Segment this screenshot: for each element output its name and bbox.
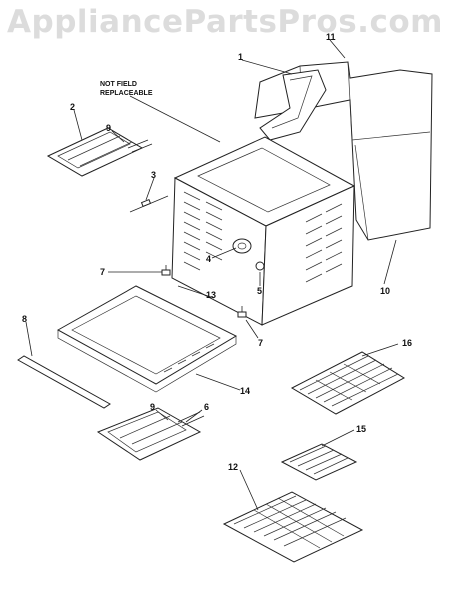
callout-10: 10 — [380, 286, 390, 296]
callout-12: 12 — [228, 462, 238, 472]
callout-4: 4 — [206, 254, 211, 264]
oven-cavity — [171, 136, 356, 326]
not-field-replaceable-note: NOT FIELD — [100, 81, 137, 88]
oven-rack-upper[interactable] — [290, 351, 406, 415]
hinge-receptacle-upper[interactable] — [161, 265, 171, 276]
callout-7-lower: 7 — [258, 338, 263, 348]
callout-15: 15 — [356, 424, 366, 434]
bottom-trim-strip[interactable] — [17, 355, 111, 409]
oven-light-bulb[interactable] — [255, 261, 265, 271]
watermark-text: AppliancePartsPros.com — [7, 4, 443, 40]
callout-2: 2 — [70, 102, 75, 112]
leader-lines — [25, 39, 399, 511]
callout-8: 8 — [22, 314, 27, 324]
vent-duct[interactable] — [259, 69, 327, 141]
callout-7-upper: 7 — [100, 267, 105, 277]
callout-9-lower: 9 — [150, 402, 155, 412]
oven-temperature-sensor[interactable] — [129, 195, 169, 213]
callout-16: 16 — [402, 338, 412, 348]
callout-9-upper: 9 — [106, 123, 111, 133]
bake-element[interactable] — [96, 407, 205, 461]
oven-rack-lower[interactable] — [222, 491, 364, 563]
not-field-replaceable-note-2: REPLACEABLE — [100, 90, 153, 97]
callout-14: 14 — [240, 386, 250, 396]
broil-element[interactable] — [46, 127, 153, 177]
callout-5: 5 — [257, 286, 262, 296]
callout-1: 1 — [238, 52, 243, 62]
callout-11: 11 — [326, 32, 336, 42]
hinge-receptacle-lower[interactable] — [237, 306, 247, 318]
oven-light-socket[interactable] — [232, 238, 252, 254]
oven-bottom-panel[interactable] — [56, 285, 238, 393]
callout-13: 13 — [206, 290, 216, 300]
broiler-pan-grid[interactable] — [280, 443, 358, 481]
callout-6: 6 — [204, 402, 209, 412]
callout-3: 3 — [151, 170, 156, 180]
